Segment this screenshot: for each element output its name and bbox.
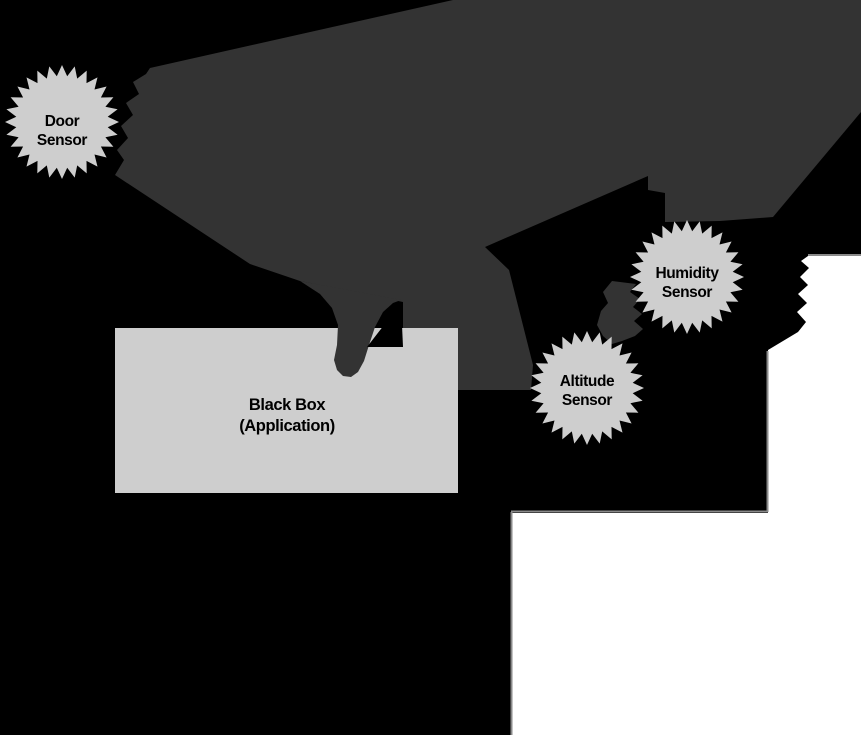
humidity-sensor-label-line1: Humidity bbox=[655, 265, 719, 282]
altitude-sensor-label-line1: Altitude bbox=[560, 373, 615, 390]
black-box-label-line2: (Application) bbox=[239, 417, 335, 435]
altitude-sensor-badge: Altitude Sensor bbox=[530, 331, 644, 445]
airplane-hook bbox=[300, 281, 401, 377]
sensor-connector-piece bbox=[597, 281, 643, 344]
page-corner-region bbox=[512, 256, 861, 735]
black-box-panel bbox=[115, 328, 458, 493]
door-sensor-label-line2: Sensor bbox=[37, 132, 88, 149]
humidity-sensor-label-line2: Sensor bbox=[662, 284, 713, 301]
black-box-label-line1: Black Box bbox=[249, 396, 326, 414]
humidity-sensor-badge: Humidity Sensor bbox=[630, 220, 744, 334]
airplane-silhouette bbox=[115, 0, 861, 390]
hook-gap-triangle bbox=[367, 303, 403, 347]
door-sensor-label-line1: Door bbox=[45, 113, 80, 130]
door-sensor-starburst-icon bbox=[5, 65, 119, 179]
door-sensor-badge: Door Sensor bbox=[5, 65, 119, 179]
altitude-sensor-starburst-icon bbox=[530, 331, 644, 445]
altitude-sensor-label-line2: Sensor bbox=[562, 392, 613, 409]
humidity-sensor-starburst-icon bbox=[630, 220, 744, 334]
